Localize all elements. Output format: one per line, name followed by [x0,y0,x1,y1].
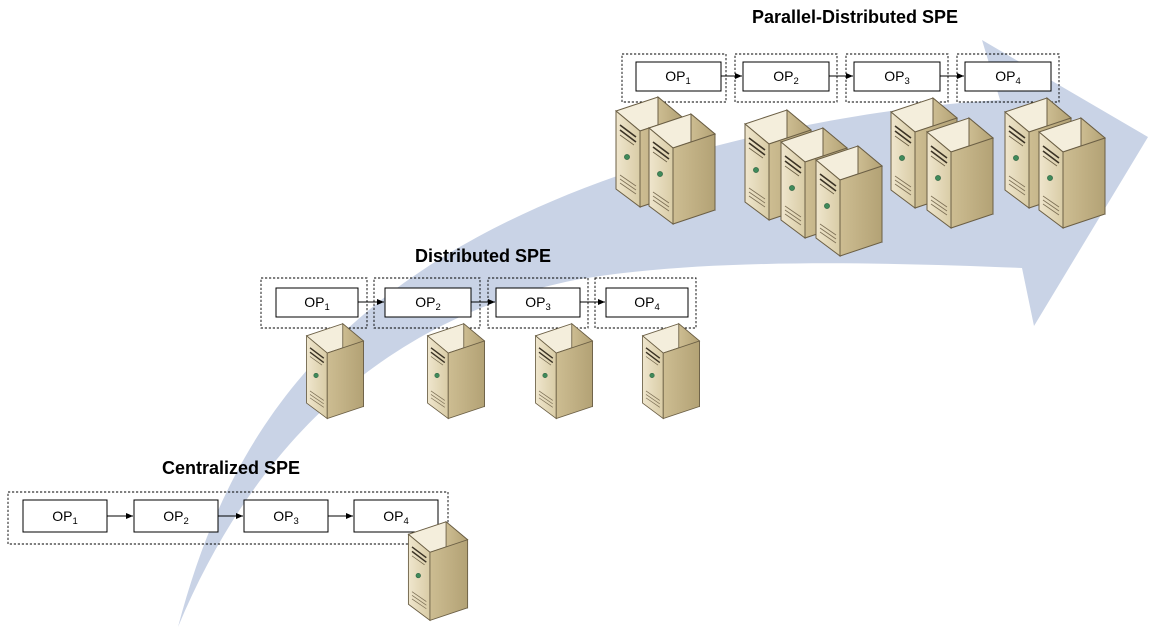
operator-group-2 [373,277,481,329]
server-tower-icon [648,113,716,225]
stage-title-parallel-distributed: Parallel-Distributed SPE [752,7,958,27]
operator-box [742,61,830,92]
operator-group [7,491,449,545]
operator-group-4 [594,277,697,329]
operator-box [635,61,722,92]
operator-box [853,61,941,92]
operator-label: OP1 [52,508,78,527]
server-tower-icon [1038,117,1106,229]
operator-box [243,499,329,533]
operator-box [133,499,219,533]
operator-box [275,287,359,318]
server-tower-icon [641,322,701,420]
stage-title-distributed: Distributed SPE [415,246,551,266]
operator-box [22,499,108,533]
operator-box [384,287,472,318]
stage-centralized: OP1 OP2 OP3 OP4 [7,491,469,622]
operator-label: OP1 [665,68,691,87]
stage-parallel-distributed: OP1 OP2 OP3 OP4 [615,53,1106,257]
server-tower-icon [305,322,365,420]
operator-label: OP4 [383,508,409,527]
server-tower-icon [426,322,486,420]
operator-group-1 [260,277,368,329]
operator-label: OP2 [773,68,799,87]
operator-box [353,499,439,533]
server-tower-icon [815,145,883,257]
server-tower-icon [407,520,469,622]
operator-label: OP2 [415,294,441,313]
operator-label: OP3 [525,294,551,313]
operator-group-1 [621,53,727,103]
operator-label: OP4 [634,294,660,313]
operator-label: OP3 [273,508,299,527]
operator-label: OP1 [304,294,330,313]
operator-box [495,287,581,318]
operator-box [605,287,689,318]
operator-label: OP3 [884,68,910,87]
server-tower-icon [926,117,994,229]
operator-label: OP2 [163,508,189,527]
stage-title-centralized: Centralized SPE [162,458,300,478]
operator-box [964,61,1052,92]
server-tower-icon [534,322,594,420]
stage-distributed: OP1 OP2 OP3 OP4 [260,277,701,420]
operator-group-3 [487,277,589,329]
operator-label: OP4 [995,68,1021,87]
